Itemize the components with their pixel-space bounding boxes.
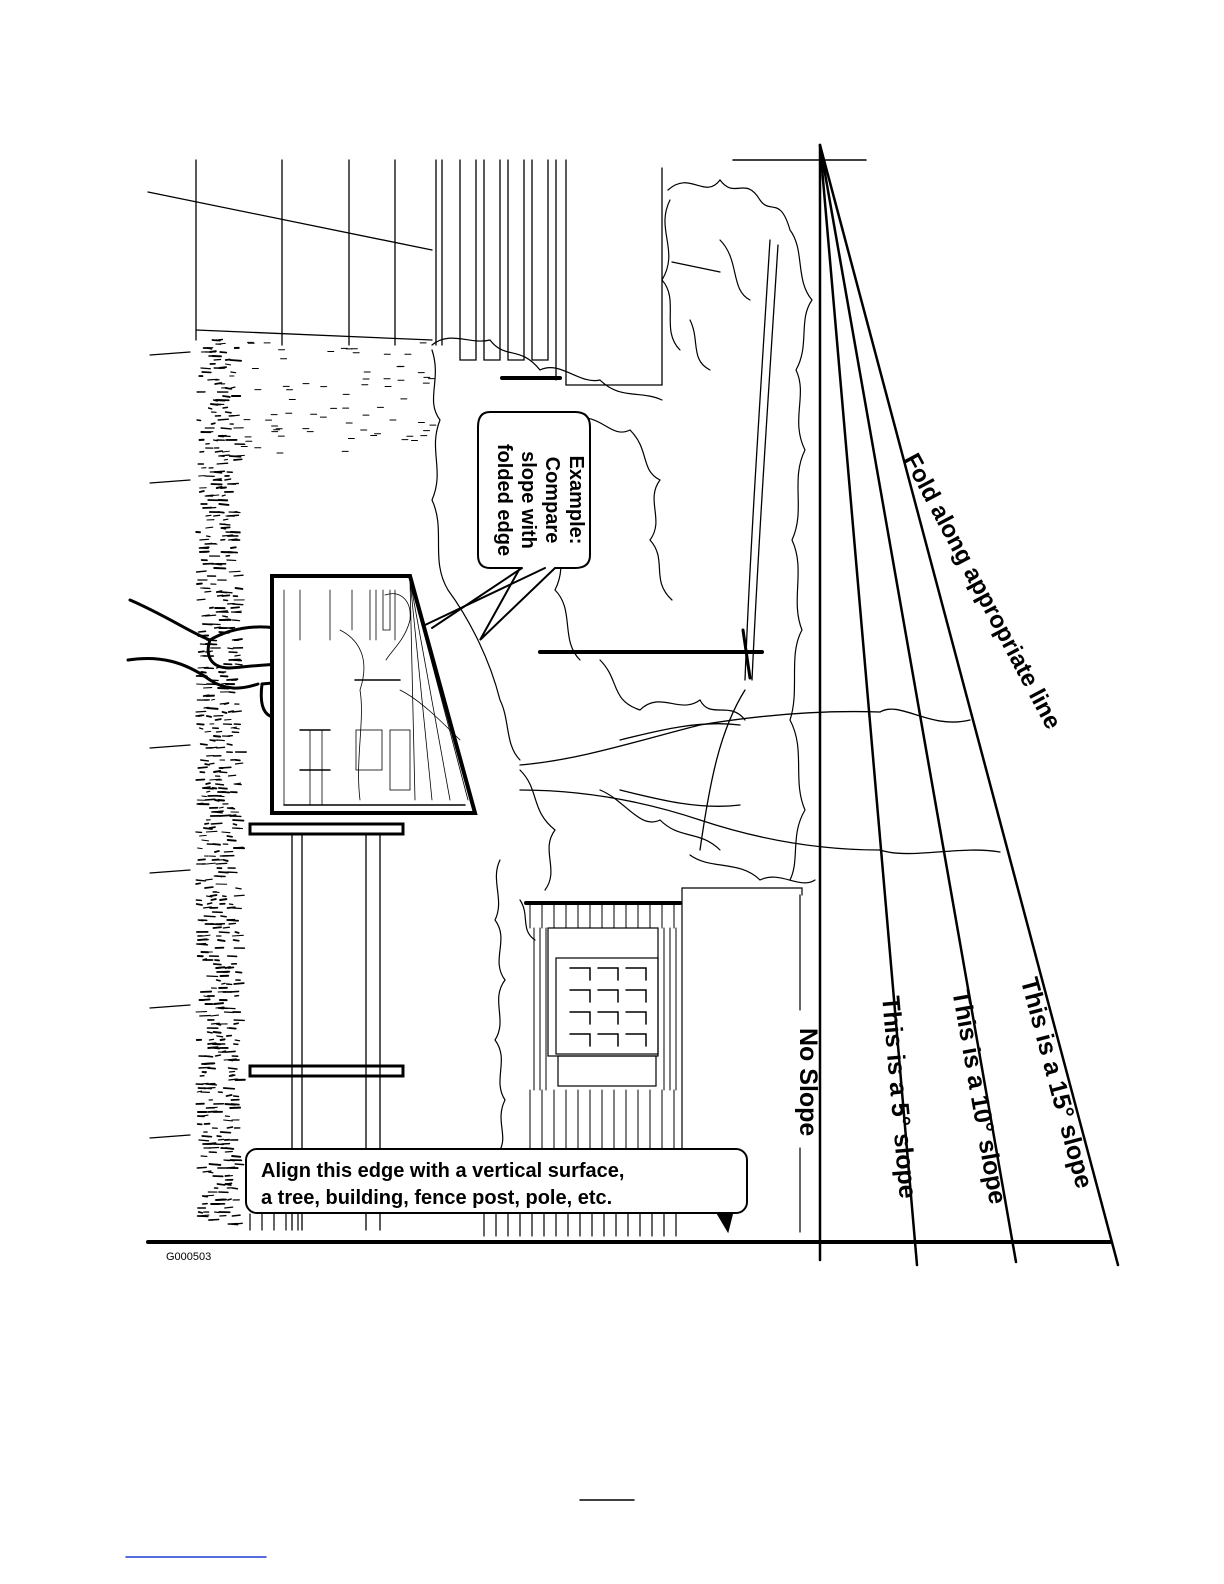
example-line-4: folded edge xyxy=(492,440,516,560)
house-bottom xyxy=(526,888,802,1150)
no-slope-label: No Slope xyxy=(795,1028,820,1136)
callout-line-1: Align this edge with a vertical surface, xyxy=(261,1158,732,1185)
callout-line-2: a tree, building, fence post, pole, etc. xyxy=(261,1185,732,1212)
inset-card xyxy=(272,576,475,813)
example-line-3: slope with xyxy=(516,440,540,560)
example-line-1: Example: xyxy=(564,440,588,560)
tree-foliage xyxy=(432,180,815,1150)
figure-id: G000503 xyxy=(166,1251,211,1263)
align-edge-callout: Align this edge with a vertical surface,… xyxy=(245,1148,748,1214)
example-text: Example: Compare slope with folded edge xyxy=(492,440,588,560)
example-line-2: Compare xyxy=(540,440,564,560)
building-top xyxy=(148,160,662,385)
